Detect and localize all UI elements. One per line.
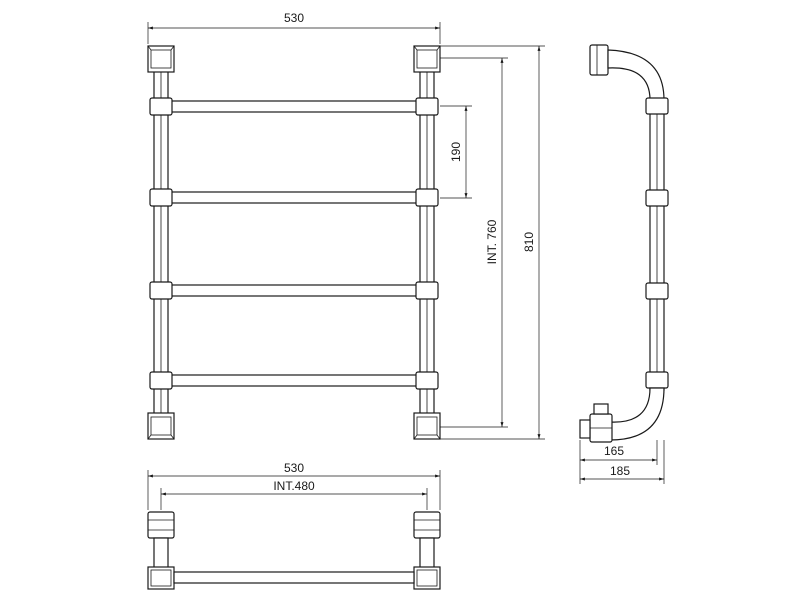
front-width-label: 530: [284, 11, 304, 25]
bottom-left-bracket: [147, 412, 175, 440]
overall-height-dimension: 810: [440, 45, 545, 440]
side-bottom-valve: [579, 403, 613, 443]
top-right-column: [413, 511, 441, 590]
top-interaxis-label: INT.480: [273, 479, 315, 493]
rail-4: [167, 374, 421, 387]
interaxis-height-label: INT. 760: [485, 219, 499, 264]
side-depth-inner-dimension: 165: [579, 440, 658, 484]
side-depth-outer-label: 185: [610, 464, 630, 478]
top-width-dimension: 530: [147, 461, 441, 510]
bottom-right-bracket: [413, 412, 441, 440]
left-collars: [149, 97, 173, 390]
side-view: 165 185: [579, 44, 669, 484]
top-view-rail: [173, 571, 415, 584]
top-left-column: [147, 511, 175, 590]
side-top-elbow: [607, 49, 665, 101]
rail-spacing-label: 190: [449, 142, 463, 162]
top-view: 530 INT.480: [147, 461, 441, 590]
side-depth-outer-dimension: 185: [580, 440, 665, 484]
overall-height-label: 810: [522, 232, 536, 252]
rail-1: [167, 100, 421, 113]
top-width-label: 530: [284, 461, 304, 475]
side-depth-inner-label: 165: [604, 444, 624, 458]
side-top-bracket: [589, 44, 609, 76]
rail-2: [167, 191, 421, 204]
left-post: [153, 69, 169, 416]
right-collars: [415, 97, 439, 390]
front-width-dimension: 530: [147, 11, 441, 44]
rail-spacing-dimension: 190: [440, 105, 472, 199]
top-right-bracket: [413, 45, 441, 73]
side-collars: [645, 97, 669, 389]
side-bottom-elbow: [609, 387, 665, 441]
top-interaxis-dimension: INT.480: [160, 479, 428, 510]
interaxis-height-dimension: INT. 760: [440, 57, 508, 428]
top-left-bracket: [147, 45, 175, 73]
front-view: 530 190 INT. 760 810: [147, 11, 545, 440]
right-post: [419, 69, 435, 416]
rail-3: [167, 284, 421, 297]
